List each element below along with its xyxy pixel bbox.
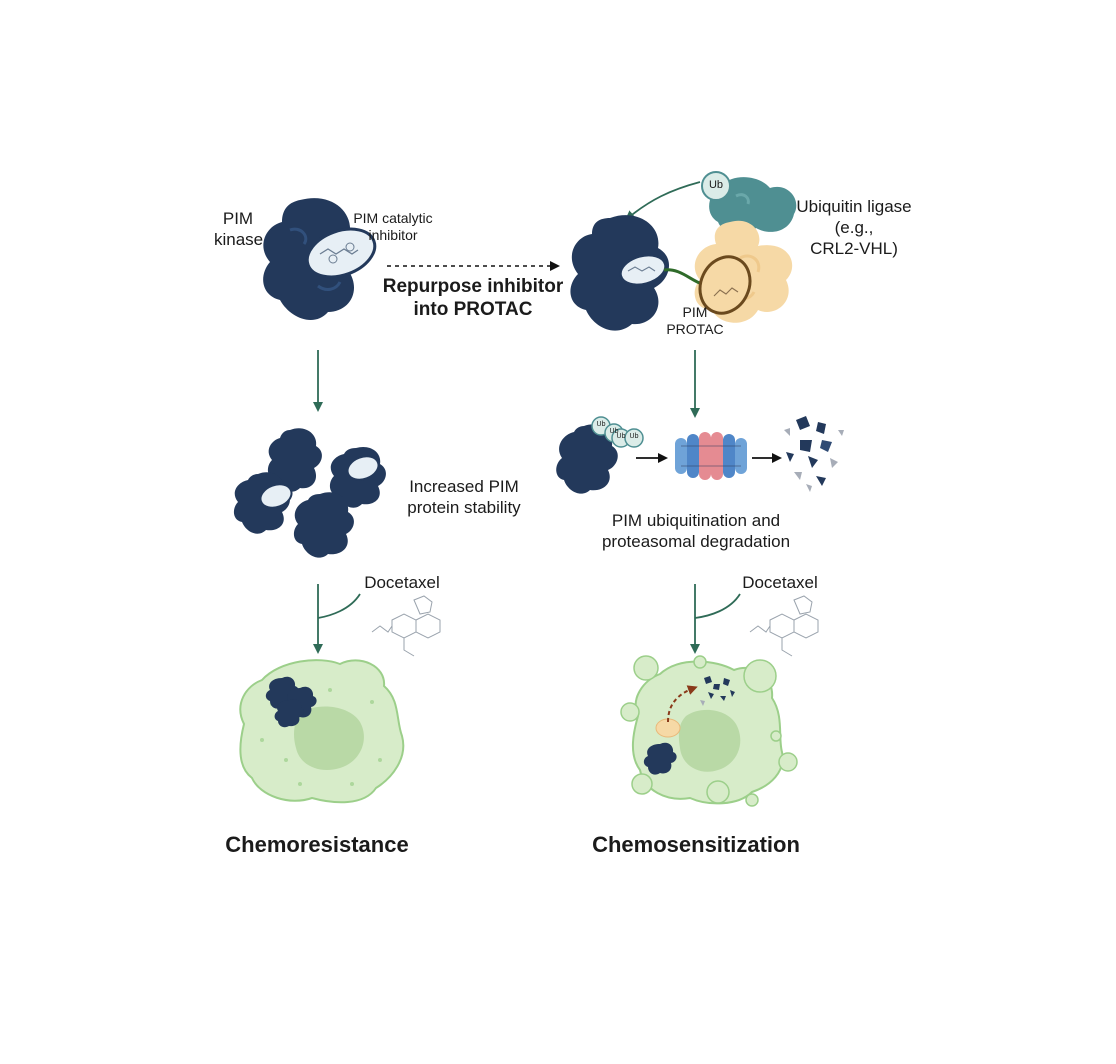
- increased-stability-line1: Increased PIM: [409, 477, 519, 496]
- docetaxel-structure-right: [749, 595, 819, 657]
- degradation-arrow-in-cell: [667, 685, 698, 723]
- inhibitor-capsules-cluster: [259, 455, 380, 509]
- ubiquitinated-pim-shape: [556, 424, 618, 494]
- pim-catalytic-inhibitor-label: PIM catalytic inhibitor: [341, 210, 445, 244]
- ubiquitination-line1: PIM ubiquitination and: [611, 511, 781, 530]
- docetaxel-curve-right: [694, 593, 741, 619]
- pim-kinase-label-line1: PIM: [222, 209, 254, 228]
- ub-chain-label-3: Ub: [616, 433, 626, 440]
- pim-protac-label: PIM PROTAC: [656, 304, 734, 338]
- resistant-cell: [239, 659, 405, 804]
- chemoresistance-label: Chemoresistance: [225, 832, 409, 857]
- protac-warhead-capsule: [619, 253, 667, 287]
- ub-chain-label-1: Ub: [596, 421, 606, 428]
- repurpose-label: Repurpose inhibitor into PROTAC: [373, 275, 573, 321]
- protac-in-cell: [643, 718, 681, 775]
- pim-catalytic-inhibitor-line1: PIM catalytic: [353, 210, 433, 226]
- ubiquitination-line2: proteasomal degradation: [601, 532, 791, 551]
- proteasome-shape: [675, 432, 747, 480]
- pim-kinase-cluster: [233, 428, 386, 558]
- degraded-fragments: [784, 416, 844, 492]
- docetaxel-label-right: Docetaxel: [742, 573, 818, 592]
- increased-stability-line2: protein stability: [407, 498, 521, 517]
- pim-catalytic-inhibitor-line2: inhibitor: [368, 227, 418, 243]
- inhibitor-capsule: [305, 227, 377, 279]
- pim-in-resistant-cell: [265, 676, 317, 728]
- docetaxel-structure-left: [371, 595, 441, 657]
- ubiquitin-ligase-line2: (e.g.,: [834, 218, 874, 237]
- docetaxel-curve-left: [317, 593, 361, 619]
- ligase-top-shape: [709, 177, 797, 236]
- ubiquitination-label: PIM ubiquitination and proteasomal degra…: [582, 510, 810, 552]
- protac-e3-capsule: [698, 255, 752, 315]
- ubiquitin-ligase-label: Ubiquitin ligase (e.g., CRL2-VHL): [780, 196, 928, 259]
- repurpose-label-line1: Repurpose inhibitor: [382, 276, 564, 297]
- ub-chain-label-2: Ub: [609, 428, 619, 435]
- fragments-in-cell: [700, 676, 735, 706]
- chemosensitization-label: Chemosensitization: [592, 832, 800, 857]
- ub-tag-label: Ub: [708, 179, 724, 191]
- increased-stability-label: Increased PIM protein stability: [392, 476, 536, 518]
- ubiquitin-ligase-line3: CRL2-VHL): [810, 239, 898, 258]
- ubiquitin-ligase-line1: Ubiquitin ligase: [796, 197, 912, 216]
- repurpose-label-line2: into PROTAC: [413, 299, 533, 320]
- pim-protac-line1: PIM: [682, 304, 708, 320]
- protac-linker: [663, 268, 703, 286]
- ub-transfer-arrow: [624, 181, 701, 221]
- pim-protac-line2: PROTAC: [666, 321, 724, 337]
- docetaxel-label-left: Docetaxel: [364, 573, 440, 592]
- ub-bubble-top: [701, 171, 731, 201]
- polyubiquitin-chain: [591, 416, 644, 448]
- pim-kinase-label: PIM kinase: [214, 208, 264, 250]
- pim-kinase-label-line2: kinase: [214, 230, 264, 249]
- ub-chain-label-4: Ub: [629, 433, 639, 440]
